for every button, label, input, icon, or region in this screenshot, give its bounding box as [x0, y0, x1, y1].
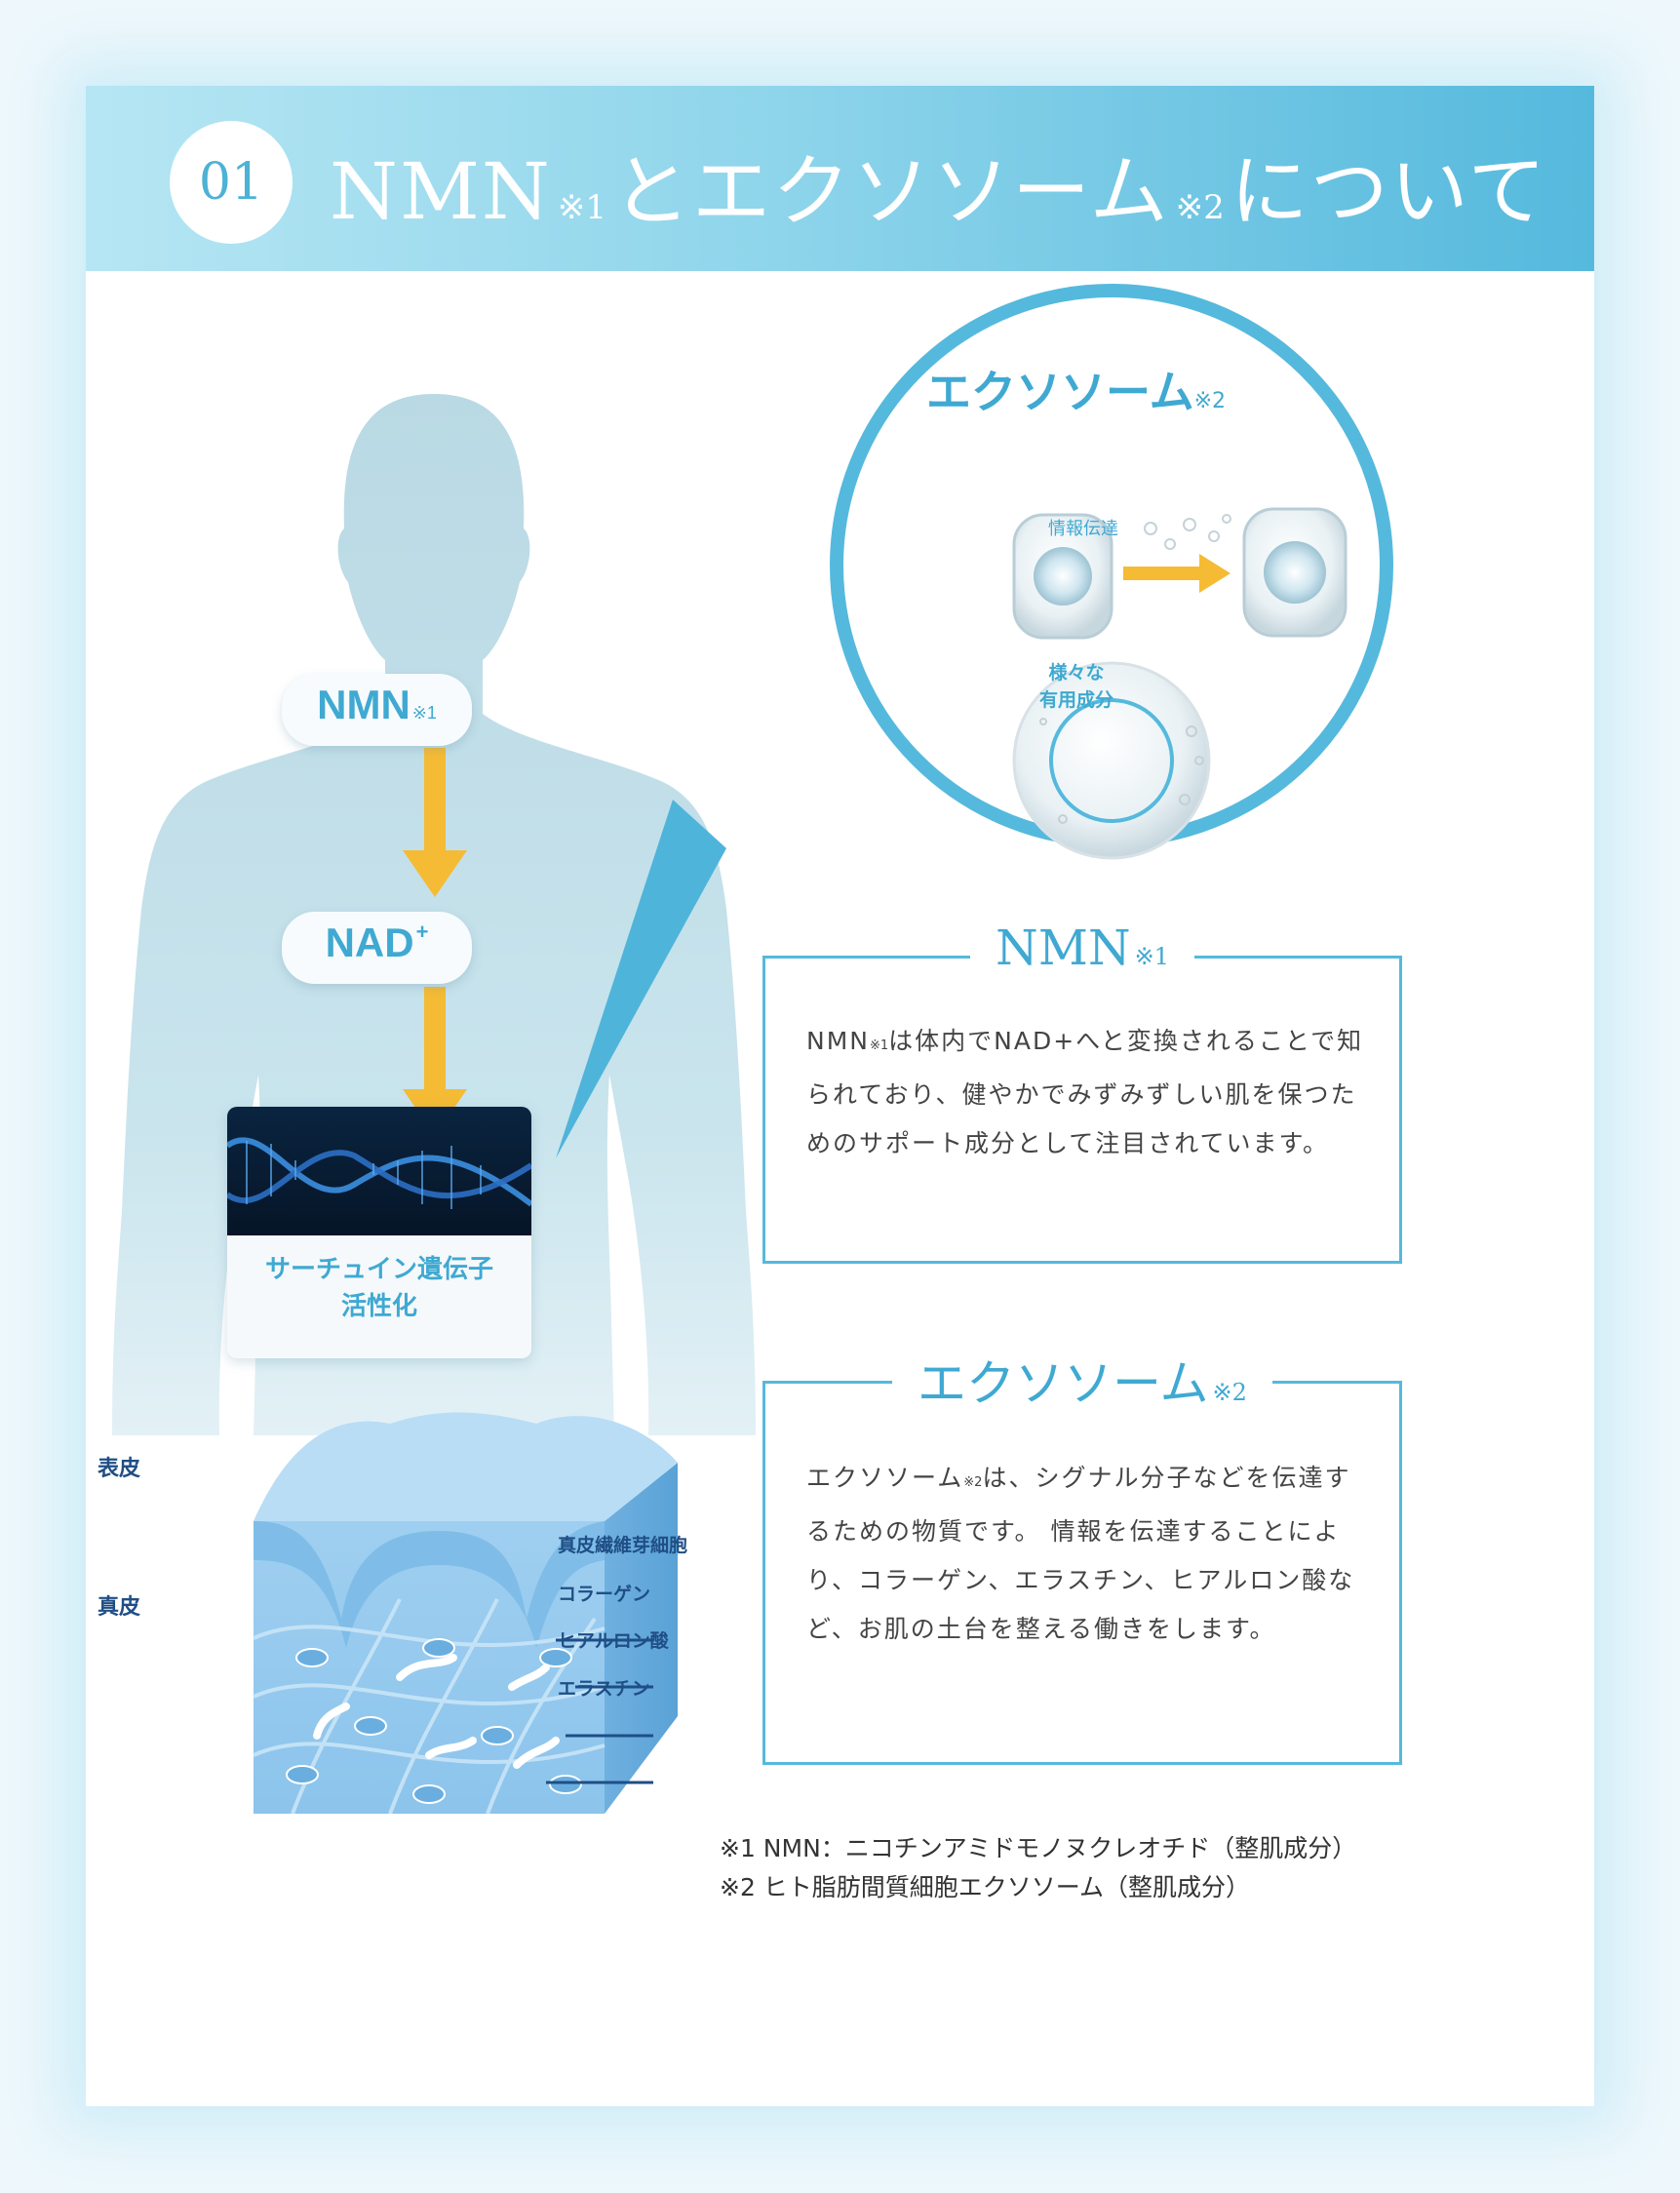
exosome-callout-title-text: エクソソーム — [926, 366, 1194, 418]
sirtuin-line-1: サーチュイン遺伝子 — [264, 1255, 493, 1284]
nmn-text-note: ※1 — [869, 1038, 889, 1053]
nmn-text-prefix: NMN — [806, 1027, 870, 1055]
nmn-info-box: NMN※1 NMN※1は体内でNAD+へと変換されることで知られており、健やかで… — [762, 920, 1402, 1264]
exosome-text-note: ※2 — [963, 1475, 983, 1490]
fibroblast-label: 真皮繊維芽細胞 — [558, 1535, 688, 1556]
dermis-label: 真皮 — [98, 1595, 141, 1620]
transfer-label: 情報伝達 — [1048, 519, 1118, 539]
nmn-box-text: NMN※1は体内でNAD+へと変換されることで知られており、健やかでみずみずしい… — [806, 1017, 1370, 1168]
ingredient-line-1: 様々な — [1048, 662, 1105, 684]
exosome-text-body: は、シグナル分子などを伝達するための物質です。 情報を伝達することにより、コラー… — [806, 1464, 1355, 1643]
footnote-2: ※2 ヒト脂肪間質細胞エクソソーム（整肌成分） — [720, 1873, 1251, 1901]
nmn-box-title-text: NMN — [995, 920, 1131, 976]
nmn-pill: NMN ※1 — [282, 674, 472, 746]
skin-diagram — [253, 1412, 678, 1814]
epidermis-label: 表皮 — [98, 1457, 141, 1481]
nad-pill: NAD + — [282, 912, 472, 984]
footnote-1: ※1 NMN：ニコチンアミドモノヌクレオチド（整肌成分） — [720, 1834, 1357, 1862]
ingredient-label: 様々な 有用成分 — [1018, 659, 1135, 714]
exosome-callout-title: エクソソーム※2 — [926, 357, 1226, 421]
exosome-box-text: エクソソーム※2は、シグナル分子などを伝達するための物質です。 情報を伝達するこ… — [806, 1454, 1370, 1654]
exosome-callout — [556, 284, 1393, 1158]
page-title: NMN ※1 とエクソソーム ※2 について — [330, 129, 1547, 237]
nmn-pill-note: ※1 — [411, 703, 437, 723]
ingredient-line-2: 有用成分 — [1038, 689, 1113, 711]
collagen-label: コラーゲン — [558, 1584, 651, 1605]
section-number: 01 — [170, 121, 293, 244]
nmn-box-title-note: ※1 — [1134, 943, 1170, 970]
title-note-1: ※1 — [557, 188, 607, 227]
nmn-box-title: NMN※1 — [765, 920, 1399, 976]
nad-pill-label: NAD — [325, 920, 414, 965]
nmn-pill-label: NMN — [317, 682, 410, 727]
exosome-box-title-note: ※2 — [1212, 1379, 1247, 1406]
sirtuin-line-2: 活性化 — [340, 1292, 417, 1321]
nad-pill-sup: + — [415, 920, 429, 944]
title-exosome: とエクソソーム — [612, 146, 1170, 237]
sirtuin-label: サーチュイン遺伝子 活性化 — [227, 1251, 531, 1325]
dna-image — [227, 1107, 531, 1235]
header-banner: 01 NMN ※1 とエクソソーム ※2 について — [86, 86, 1594, 271]
sirtuin-card: サーチュイン遺伝子 活性化 — [227, 1107, 531, 1358]
exosome-callout-note: ※2 — [1193, 389, 1227, 413]
hyaluronic-label: ヒアルロン酸 — [558, 1630, 669, 1652]
exosome-box-title: エクソソーム※2 — [765, 1345, 1399, 1415]
title-about: について — [1230, 146, 1548, 237]
exosome-text-prefix: エクソソーム — [806, 1464, 964, 1492]
title-note-2: ※2 — [1175, 188, 1225, 227]
footnotes: ※1 NMN：ニコチンアミドモノヌクレオチド（整肌成分） ※2 ヒト脂肪間質細胞… — [720, 1829, 1356, 1907]
title-nmn: NMN — [330, 146, 552, 237]
exosome-info-box: エクソソーム※2 エクソソーム※2は、シグナル分子などを伝達するための物質です。… — [762, 1355, 1402, 1765]
exosome-box-title-text: エクソソーム — [918, 1355, 1209, 1412]
elastin-label: エラスチン — [558, 1678, 650, 1700]
nmn-text-body: は体内でNAD+へと変換されることで知られており、健やかでみずみずしい肌を保つた… — [806, 1027, 1364, 1157]
